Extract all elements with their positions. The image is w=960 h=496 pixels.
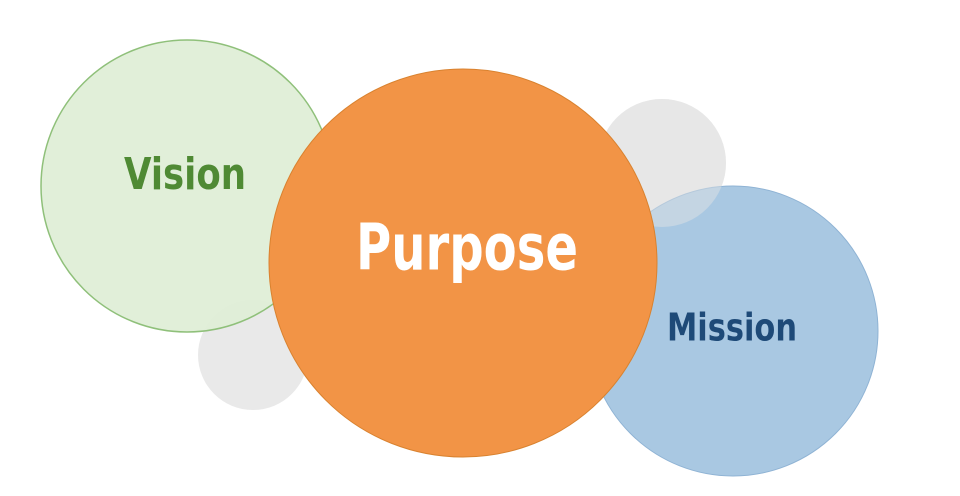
mission-circle bbox=[588, 186, 878, 476]
purpose-circle bbox=[269, 69, 657, 457]
vision-circle bbox=[41, 40, 333, 332]
mission-label: Mission bbox=[667, 306, 797, 350]
purpose-label: Purpose bbox=[356, 212, 578, 286]
vision-label: Vision bbox=[124, 149, 246, 200]
purpose-circle-outline bbox=[268, 68, 658, 458]
